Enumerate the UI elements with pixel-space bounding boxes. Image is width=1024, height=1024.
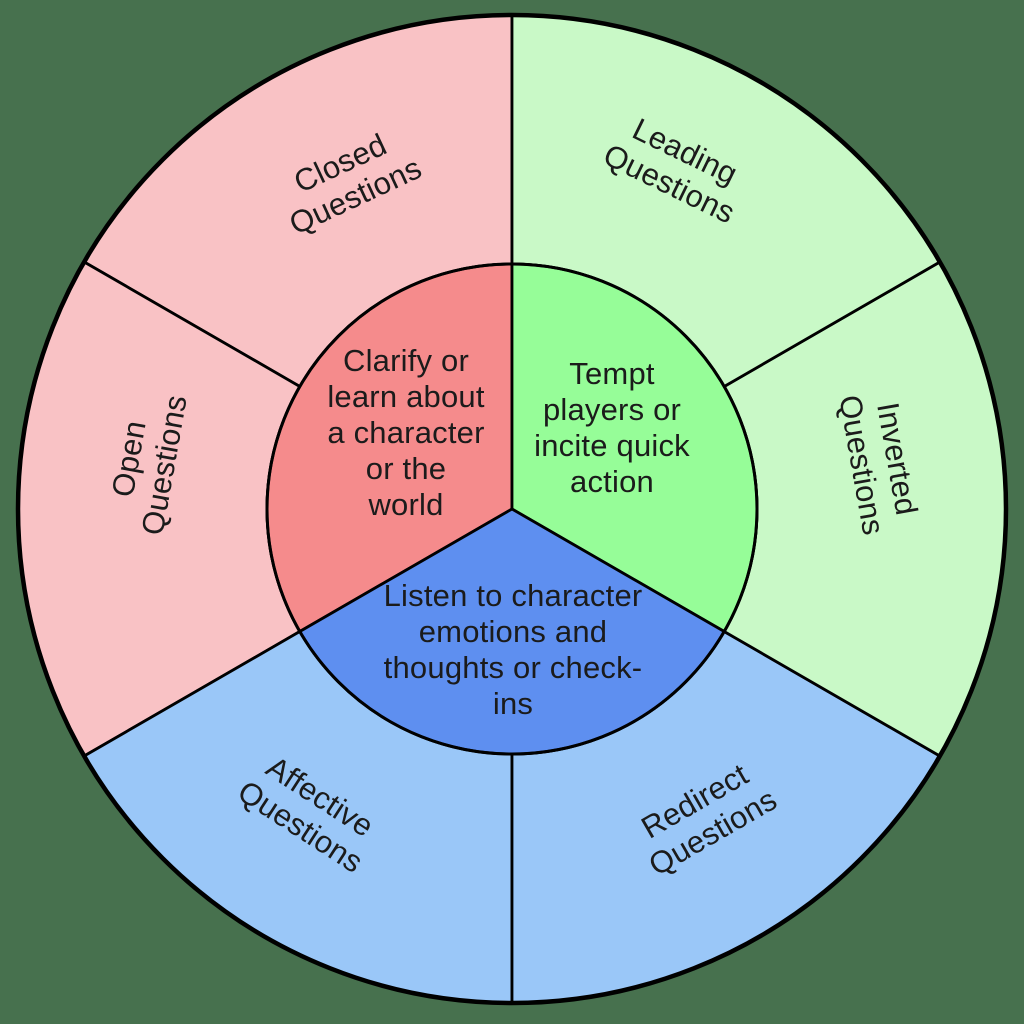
inner-circle xyxy=(265,262,759,756)
inner-circle-outline xyxy=(265,262,759,756)
outer-ring xyxy=(16,13,1008,1005)
outer-circle-outline xyxy=(15,12,1009,1006)
